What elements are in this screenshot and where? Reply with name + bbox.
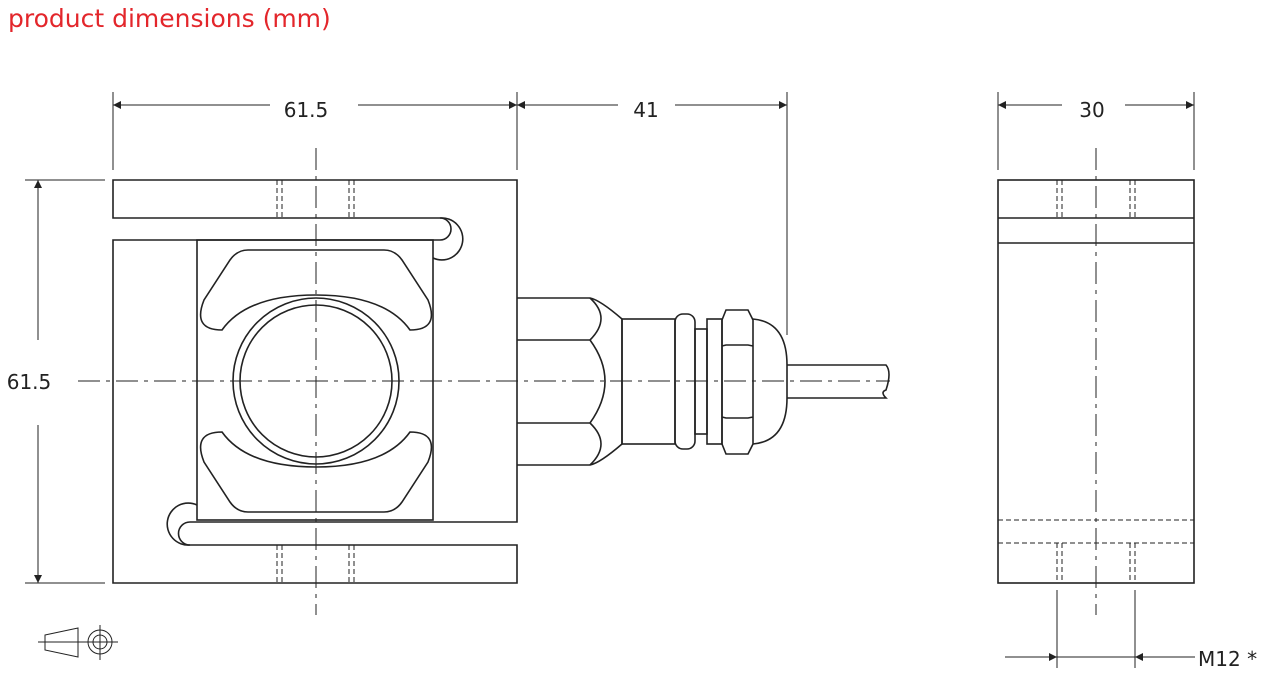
cable-connector	[517, 297, 890, 466]
dimension-lines	[25, 92, 1195, 668]
dim-cable-length: 41	[633, 98, 658, 122]
dim-thread: M12 *	[1198, 647, 1257, 671]
page-title: product dimensions (mm)	[8, 4, 331, 33]
dim-side-width: 30	[1079, 98, 1104, 122]
dim-front-width: 61.5	[284, 98, 329, 122]
side-view	[997, 148, 1195, 615]
projection-symbol-icon	[38, 625, 118, 660]
dim-front-height: 61.5	[7, 370, 52, 394]
front-view	[78, 148, 890, 615]
